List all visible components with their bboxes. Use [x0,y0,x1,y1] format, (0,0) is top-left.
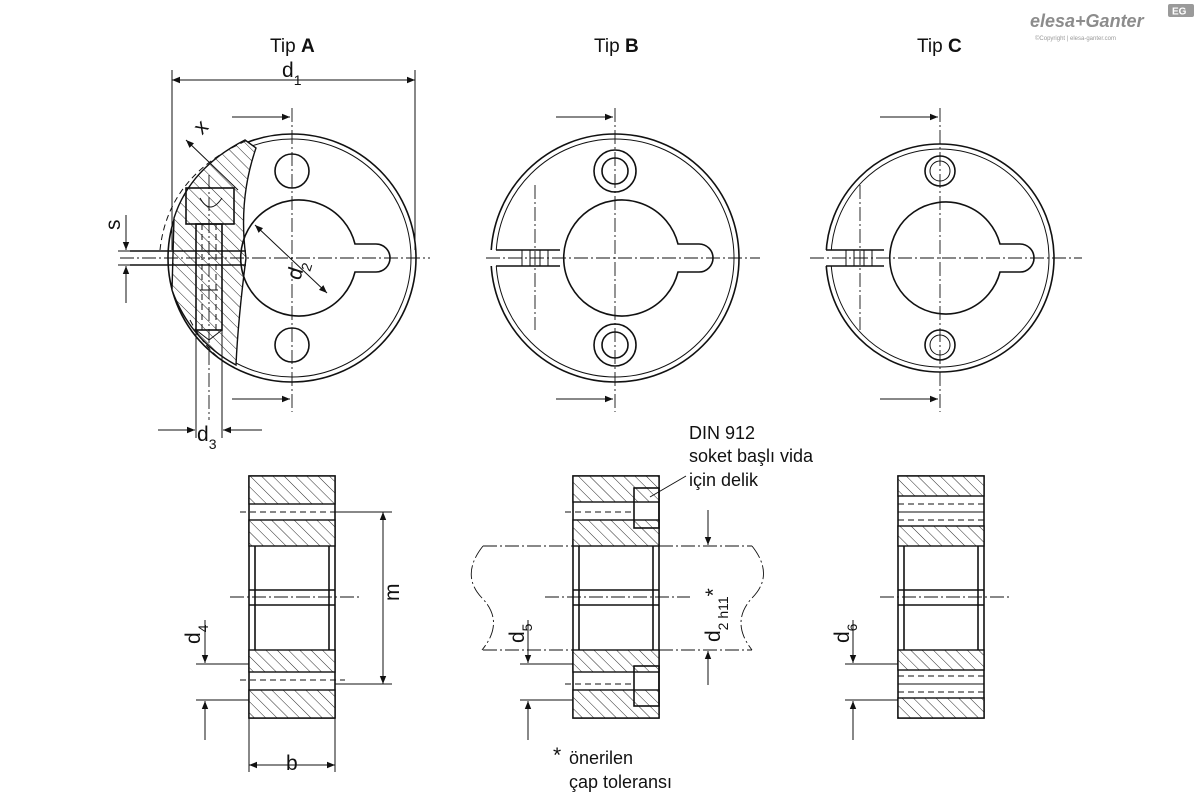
svg-text:b: b [286,752,298,775]
counterbore-top-section [633,487,660,529]
front-view-c [810,108,1082,412]
svg-text:x: x [189,115,213,139]
dimension-b: b [248,718,336,775]
svg-text:için delik: için delik [689,470,759,490]
svg-text:çap toleransı: çap toleransı [569,772,672,792]
dimension-m: m [335,511,404,685]
dimension-d6: d6 [831,620,898,740]
dimension-s: s [102,215,160,303]
dimension-d3: d3 [158,330,262,452]
dimension-d4: d4 [182,620,249,740]
brand-copyright: ©Copyright | elesa-ganter.com [1035,35,1116,42]
title-tip-b: Tip B [594,36,639,57]
svg-text:d6: d6 [831,623,860,643]
svg-text:soket başlı vida: soket başlı vida [689,446,814,466]
svg-text:d4: d4 [182,624,211,644]
title-tip-c: Tip C [917,36,962,57]
title-tip-a: Tip A [270,36,315,57]
brand-badge-icon [1168,4,1194,17]
section-hatch [171,139,257,367]
svg-text:DIN 912: DIN 912 [689,423,755,443]
svg-text:d5: d5 [506,623,535,643]
svg-text:önerilen: önerilen [569,748,633,768]
svg-text:d2: d2 [283,257,316,284]
front-view-a [120,108,430,420]
svg-text:d2 h11*: d2 h11* [702,588,731,642]
svg-text:*: * [553,744,561,767]
side-view-c [880,475,1010,719]
screw-hole-note: DIN 912 soket başlı vida için delik [649,423,814,498]
brand-badge-text: EG [1172,7,1187,18]
bore-keyway [563,199,714,317]
dimension-d5: d5 [506,620,573,740]
dimension-d1: d1 [171,59,416,250]
brand-logo: elesa+Ganter EG ©Copyright | elesa-gante… [1030,4,1194,42]
bore-keyway [888,201,1035,315]
brand-logo-text: elesa+Ganter [1030,11,1145,31]
bore-keyway [240,199,391,317]
side-view-a [230,475,362,719]
front-view-b [486,108,760,412]
side-view-b [470,475,764,719]
dimension-d2: d2 [254,224,328,294]
dimension-d2-h11: d2 h11* [702,510,731,685]
tolerance-note: * önerilen çap toleransı [553,744,672,792]
svg-text:m: m [381,584,404,602]
svg-text:d3: d3 [197,423,217,452]
svg-text:s: s [102,220,125,231]
counterbore-bottom-section [633,665,660,707]
svg-text:d1: d1 [282,59,302,88]
